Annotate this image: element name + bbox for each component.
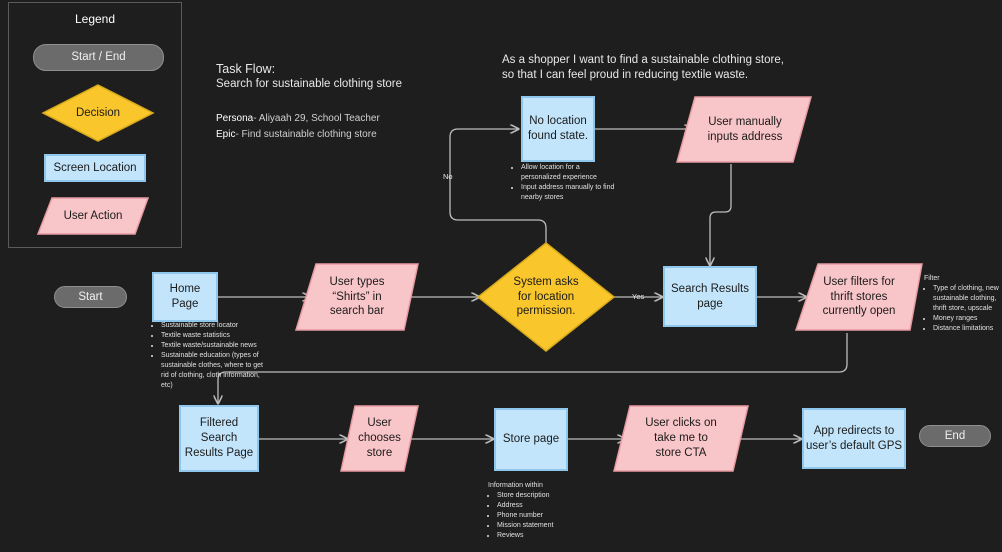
task-flow-subheading: Search for sustainable clothing store — [216, 78, 403, 90]
connector-manual-to-results — [710, 164, 732, 265]
connector-filters-to-filtered — [218, 333, 848, 403]
store-notes-title: Information within — [488, 482, 543, 489]
store-note-item: Phone number — [497, 511, 568, 521]
decision-location-permission-shape — [476, 242, 616, 352]
home-note-item: Sustainable store locator — [161, 321, 264, 331]
legend-title: Legend — [74, 12, 116, 26]
store-note-item: Reviews — [497, 531, 568, 541]
filter-notes-title: Filter — [924, 275, 940, 282]
no-location-note-item: Allow location for a personalized experi… — [521, 163, 617, 183]
legend-screen-location: Screen Location — [44, 154, 146, 182]
filter-note-item: Money ranges — [933, 314, 1000, 324]
home-page-notes: Sustainable store locator Textile waste … — [152, 321, 264, 391]
store-note-item: Mission statement — [497, 521, 568, 531]
manual-address-shape — [676, 96, 812, 163]
filtered-results-node: Filtered Search Results Page — [179, 405, 259, 472]
user-story-line-1: As a shopper I want to find a sustainabl… — [502, 54, 784, 66]
connector-decision-no — [449, 129, 547, 243]
chooses-store-node: User chooses store — [358, 417, 401, 459]
legend-decision-label: Decision — [75, 106, 121, 119]
start-node: Start — [54, 286, 127, 308]
task-flow-heading: Task Flow: — [216, 62, 276, 76]
legend-start-end: Start / End — [33, 44, 164, 71]
legend-decision-diamond — [41, 84, 155, 142]
clicks-cta-node: User clicks on take me to store CTA — [645, 417, 717, 459]
store-note-item: Address — [497, 501, 568, 511]
no-location-node: No location found state. — [521, 96, 595, 162]
redirect-gps-node: App redirects to user’s default GPS — [802, 408, 906, 469]
persona-line: Persona- Aliyaah 29, School Teacher — [216, 113, 380, 124]
legend-user-action-label: User Action — [63, 209, 123, 222]
filter-notes: Filter Type of clothing, new sustainable… — [924, 274, 1000, 334]
no-location-note-item: Input address manually to find nearby st… — [521, 183, 617, 203]
edge-label-yes: Yes — [632, 292, 645, 301]
filters-shape — [794, 263, 923, 331]
filter-note-item: Distance limitations — [933, 324, 1000, 334]
legend-panel — [8, 2, 182, 248]
store-note-item: Store description — [497, 491, 568, 501]
clicks-cta-shape — [613, 405, 749, 472]
home-note-item: Sustainable education (types of sustaina… — [161, 351, 264, 391]
no-location-notes: Allow location for a personalized experi… — [512, 163, 617, 203]
types-shirts-shape — [294, 263, 419, 331]
edge-label-no: No — [443, 172, 453, 181]
decision-location-node: System asks for location permission. — [513, 275, 579, 318]
user-story-line-2: so that I can feel proud in reducing tex… — [502, 69, 749, 81]
manual-address-node: User manually inputs address — [707, 115, 783, 143]
store-page-node: Store page — [494, 408, 568, 471]
legend-action-parallelogram — [36, 197, 150, 235]
home-note-item: Textile waste/sustainable news — [161, 341, 264, 351]
search-results-node: Search Results page — [663, 266, 757, 327]
end-node: End — [919, 425, 991, 447]
filters-node: User filters for thrift stores currently… — [822, 275, 896, 318]
filter-note-item: Type of clothing, new sustainable clothi… — [933, 284, 1000, 314]
epic-label: Epic — [216, 129, 236, 140]
persona-value: - Aliyaah 29, School Teacher — [253, 113, 380, 124]
types-shirts-node: User types “Shirts” in search bar — [329, 275, 385, 318]
home-page-node: Home Page — [152, 272, 218, 322]
chooses-store-shape — [340, 405, 419, 472]
store-page-notes: Information within Store description Add… — [488, 481, 568, 541]
home-note-item: Textile waste statistics — [161, 331, 264, 341]
epic-value: - Find sustainable clothing store — [235, 129, 377, 140]
persona-label: Persona — [216, 113, 254, 124]
epic-line: Epic- Find sustainable clothing store — [216, 129, 377, 140]
